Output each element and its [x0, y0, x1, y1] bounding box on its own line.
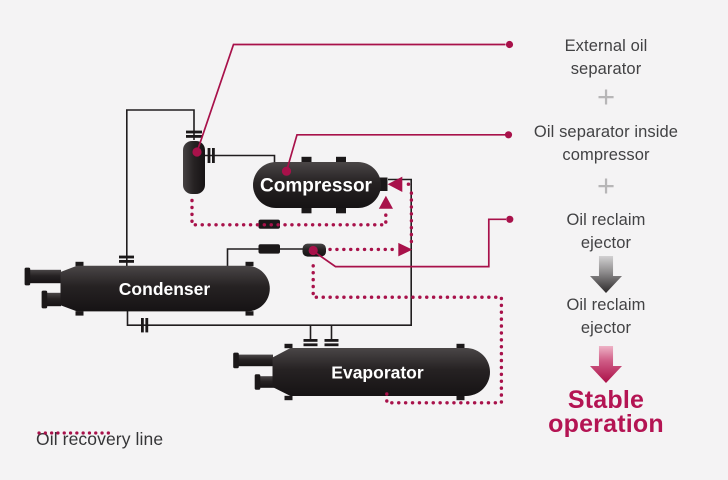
evaporator-nozzle-lower — [257, 376, 275, 388]
legend-dotted-line — [37, 431, 115, 435]
oil-recovery-lines — [190, 182, 504, 405]
compressor-vessel: Compressor — [253, 156, 388, 214]
plus-icon: + — [596, 79, 616, 114]
callout-label-oil-reclaim-ejector: Oil reclaim ejector — [566, 211, 646, 252]
stable-operation-label: Stable operation — [548, 386, 664, 438]
legend: Oil recovery line — [36, 429, 163, 450]
pipe-fittings — [119, 130, 339, 347]
condenser-vessel: Condenser — [24, 261, 270, 316]
legend-label: Oil recovery line — [36, 429, 164, 449]
evaporator-nozzle-upper — [236, 354, 273, 367]
callout-dots — [192, 40, 514, 256]
arrow-right-icon — [398, 242, 413, 257]
condenser-nozzle-upper — [27, 269, 61, 284]
callout-label-external-oil-separator: External oil separator — [564, 37, 648, 78]
callout-line-ejector — [312, 218, 506, 268]
callout-label-oil-separator-inside-compressor: Oil separator inside compressor — [533, 123, 679, 164]
evaporator-vessel: Evaporator — [233, 343, 490, 401]
plus-icon: + — [596, 168, 616, 203]
compressor-discharge-nozzle — [378, 177, 388, 191]
valve-oil-return-line — [258, 219, 280, 229]
callout-line-internal-separator — [285, 133, 505, 172]
condenser-label: Condenser — [119, 279, 211, 299]
arrow-up-icon — [378, 195, 393, 209]
callout-line-external-separator — [196, 43, 506, 153]
compressor-label: Compressor — [260, 176, 373, 197]
pipe-main-loop — [126, 178, 412, 326]
valve-ejector-line — [258, 244, 280, 254]
label-oil-reclaim-ejector-step: Oil reclaim ejector — [566, 296, 646, 337]
arrow-left-icon — [387, 176, 403, 192]
oil-recovery-line-separator-to-compressor — [190, 198, 388, 227]
pipe-separator-to-condenser — [126, 109, 195, 266]
refrigerant-piping — [126, 109, 412, 340]
flow-arrowheads — [378, 176, 413, 257]
oil-recovery-line-evaporator-to-ejector — [311, 258, 504, 405]
evaporator-label: Evaporator — [331, 363, 424, 383]
condenser-nozzle-lower — [44, 292, 61, 307]
callout-lines — [196, 43, 506, 268]
